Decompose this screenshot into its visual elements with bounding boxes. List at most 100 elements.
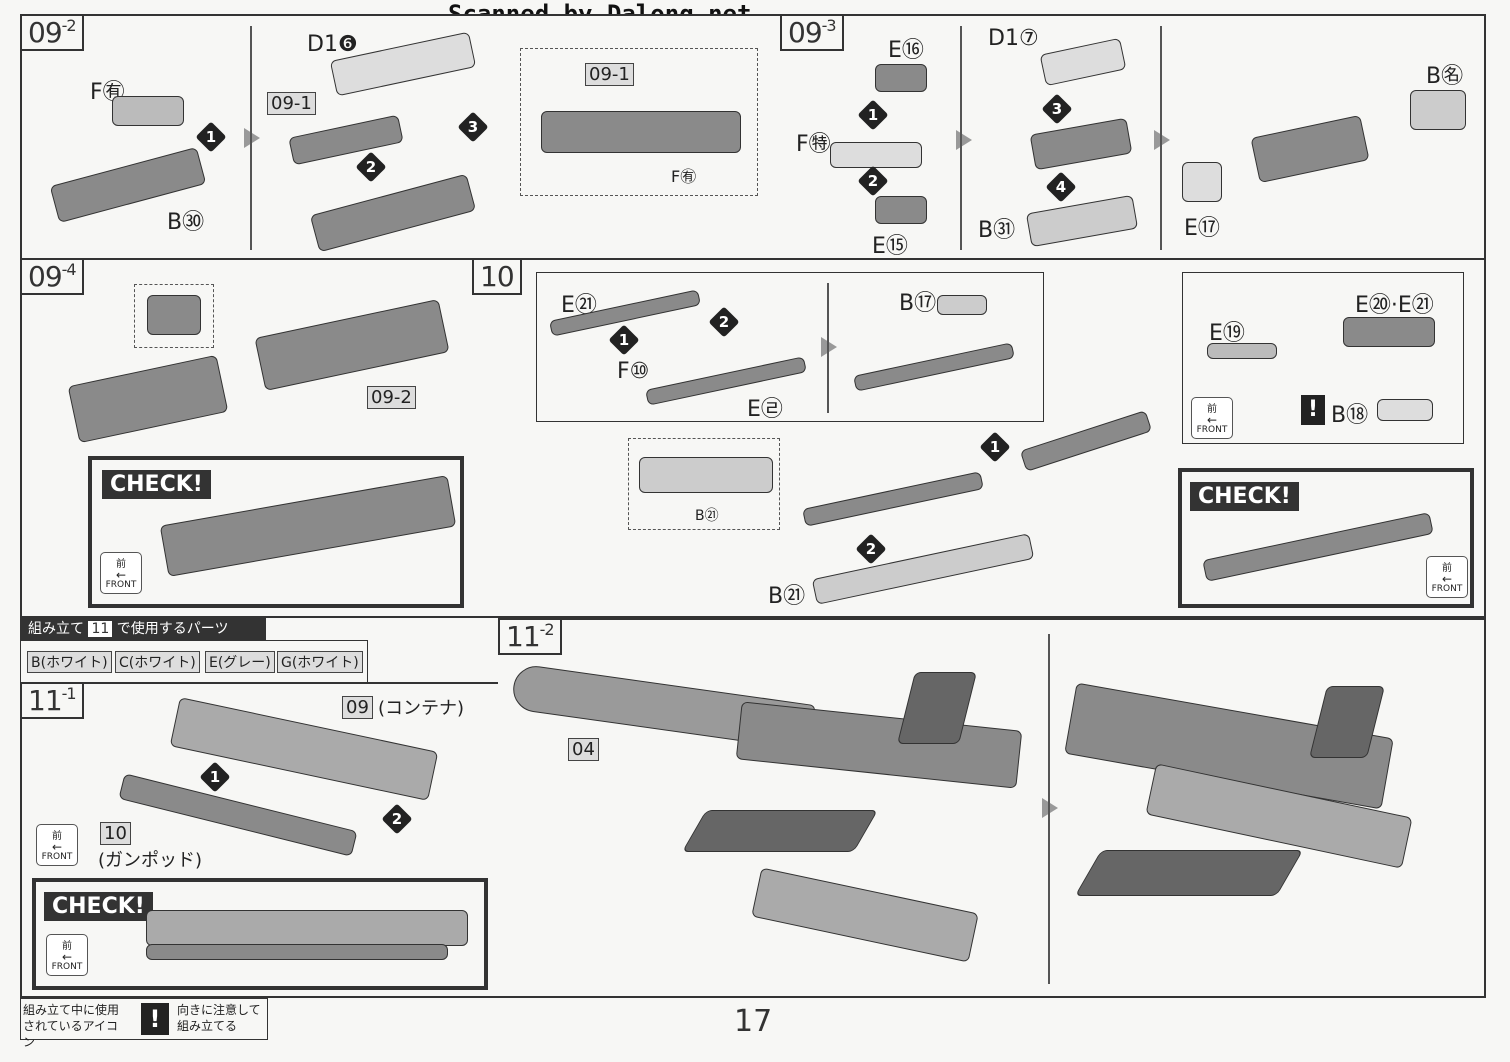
step-label: 11-2 xyxy=(498,620,562,655)
check-label: CHECK! xyxy=(44,892,153,921)
front-icon: 前←FRONT xyxy=(46,934,88,976)
part-e19: E⑲ xyxy=(1209,321,1245,346)
section-09-2: 09-2 F㊒ 1 B㉚ D1❻ 09-1 2 3 09-1 F㊒ xyxy=(20,14,782,260)
part-e20-e21: E⑳·E㉑ xyxy=(1355,293,1434,318)
f29-shape xyxy=(830,142,922,168)
ref-09-1: 09-1 xyxy=(267,92,316,115)
step-1-icon: 1 xyxy=(199,761,231,793)
detail-box xyxy=(134,284,214,348)
part-f29: F㊕ xyxy=(796,132,831,157)
next-arrow-icon xyxy=(821,337,837,357)
part-e15: E⑮ xyxy=(872,234,908,259)
b17-shape xyxy=(937,295,987,315)
step-label: 10 xyxy=(472,260,522,295)
part-09-1-shape xyxy=(288,114,404,166)
caution-icon: ! xyxy=(141,1003,169,1035)
step-1-icon: 1 xyxy=(608,324,640,356)
section-09-3: 09-3 E⑯ 1 F㊕ 2 E⑮ D1⑦ 3 4 B㉛ B㊔ E⑰ xyxy=(780,14,1486,260)
block-shape xyxy=(1250,114,1370,184)
next-arrow-icon xyxy=(956,130,972,150)
e19-shape xyxy=(1207,343,1277,359)
step-1-icon: 1 xyxy=(857,99,889,131)
divider xyxy=(1048,634,1050,984)
gun-pod-assembly xyxy=(802,471,984,527)
parts-list: B(ホワイト) C(ホワイト) E(グレー) G(ホワイト) xyxy=(20,640,368,684)
step-4-icon: 4 xyxy=(1045,171,1077,203)
ref-09: 09 xyxy=(342,696,373,719)
check-gun-pod xyxy=(146,944,448,960)
part-b18: B⑱ xyxy=(1331,403,1369,428)
part-b28: B㊔ xyxy=(1426,64,1464,89)
aircraft-body xyxy=(735,701,1023,789)
step-label: 09-3 xyxy=(780,16,844,51)
part-b21: B㉑ xyxy=(768,584,806,609)
part-e38: E㉣ xyxy=(747,397,783,422)
page-number: 17 xyxy=(734,1004,773,1039)
step-label: 09-4 xyxy=(22,260,84,295)
check-box: CHECK! 前←FRONT xyxy=(32,878,488,990)
icon-legend: 組み立て中に使用されているアイコン ! 向きに注意して組み立てる xyxy=(20,998,268,1049)
step-label: 09-2 xyxy=(22,16,84,51)
body-shape xyxy=(1029,117,1133,171)
section-11-2: 11-2 04 xyxy=(498,618,1486,998)
ref-10: 10 xyxy=(100,822,131,845)
part-f27-detail: F㊒ xyxy=(671,167,697,186)
detail-part xyxy=(147,295,201,335)
detail-part xyxy=(541,111,741,153)
section-10: 10 E㉑ 1 2 F⑩ E㉣ B⑰ B㉑ 1 2 B㉑ E⑳·E㉑ E⑲ 前←… xyxy=(472,258,1486,618)
step-2-icon: 2 xyxy=(857,165,889,197)
part-b21-detail: B㉑ xyxy=(695,508,719,524)
check-assembly xyxy=(146,910,468,946)
front-icon: 前←FRONT xyxy=(36,824,78,866)
next-arrow-icon xyxy=(244,128,260,148)
parts-item: C(ホワイト) xyxy=(115,651,200,673)
e20-shape xyxy=(1343,317,1435,347)
aircraft-wing xyxy=(681,810,879,852)
divider xyxy=(1160,26,1162,250)
step-2-icon: 2 xyxy=(381,803,413,835)
check-box: CHECK! 前←FRONT xyxy=(1178,468,1474,608)
container-shape xyxy=(751,867,979,963)
part-e16: E⑯ xyxy=(888,38,924,63)
parts-list-header: 組み立て 11 で使用するパーツ xyxy=(20,618,266,640)
step-3-icon: 3 xyxy=(1041,93,1073,125)
next-arrow-icon xyxy=(1154,130,1170,150)
b28-shape xyxy=(1410,90,1466,130)
parts-item: B(ホワイト) xyxy=(27,651,112,673)
step-2-icon: 2 xyxy=(708,306,740,338)
hull-assembled xyxy=(309,173,477,253)
part-f10: F⑩ xyxy=(617,359,650,384)
front-icon: 前←FRONT xyxy=(1426,556,1468,598)
sub-box-b: E⑳·E㉑ E⑲ 前←FRONT ! B⑱ xyxy=(1182,272,1464,444)
part-d16: D1❻ xyxy=(307,32,358,57)
part-b17: B⑰ xyxy=(899,291,937,316)
part-b30: B㉚ xyxy=(167,210,205,235)
part-b31: B㉛ xyxy=(978,218,1016,243)
step-2-icon: 2 xyxy=(355,151,387,183)
section-11-1: 11-1 09 (コンテナ) 1 2 10 (ガンポッド) 前←FRONT CH… xyxy=(20,682,500,998)
check-assembly xyxy=(1202,512,1434,582)
ref-10-text: (ガンポッド) xyxy=(98,850,203,871)
next-arrow-icon xyxy=(1042,798,1058,818)
check-box: CHECK! 前←FRONT xyxy=(88,456,464,608)
ref-04: 04 xyxy=(568,738,599,761)
ref-09-text: (コンテナ) xyxy=(378,698,465,719)
e15-shape xyxy=(875,196,927,224)
b18-shape xyxy=(1377,399,1433,421)
detail-box: 09-1 F㊒ xyxy=(520,48,758,196)
assembly-shape xyxy=(853,342,1015,392)
step-2-icon: 2 xyxy=(855,533,887,565)
ref-09-1-detail: 09-1 xyxy=(585,63,634,86)
part-f27-shape xyxy=(112,96,184,126)
assembled-wing xyxy=(1074,850,1304,896)
icon-legend-label: 組み立て中に使用されているアイコン xyxy=(23,1003,120,1049)
e16-shape xyxy=(875,64,927,92)
front-icon: 前←FRONT xyxy=(100,552,142,594)
section-09-4: 09-4 09-2 CHECK! 前←FRONT xyxy=(20,258,474,618)
parts-item: G(ホワイト) xyxy=(277,651,363,673)
part-d17: D1⑦ xyxy=(988,26,1039,51)
icon-legend-desc: 向きに注意して組み立てる xyxy=(177,1003,261,1033)
d17-shape xyxy=(1039,37,1127,87)
b31-shape xyxy=(1025,194,1139,248)
divider xyxy=(827,283,829,413)
